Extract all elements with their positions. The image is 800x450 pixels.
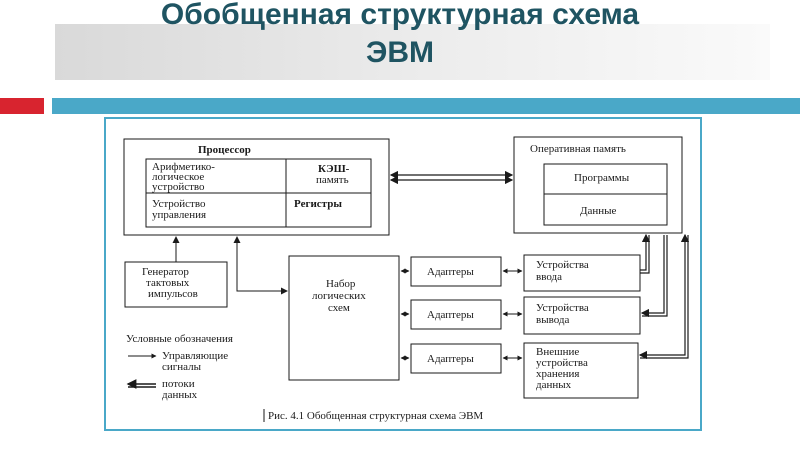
adapter-label-3: Адаптеры — [427, 353, 474, 365]
adapter-label-2: Адаптеры — [427, 309, 474, 321]
control-label-1: Устройство — [152, 198, 206, 210]
adapter-label-1: Адаптеры — [427, 266, 474, 278]
registers-label: Регистры — [294, 198, 342, 210]
control-label-2: управления — [152, 209, 206, 221]
adapter-box-2 — [410, 299, 502, 330]
generator-label-3: импульсов — [148, 288, 198, 300]
processor-label: Процессор — [198, 144, 251, 156]
storage-box — [523, 342, 639, 399]
alu-label-3: устройство — [152, 181, 205, 193]
logic-box — [288, 255, 400, 381]
adapter-box-1 — [410, 256, 502, 287]
input-devices-label-2: ввода — [536, 271, 562, 283]
legend-control-label-2: сигналы — [162, 361, 202, 373]
storage-label-2: устройства — [536, 357, 588, 369]
slide-title-line1: Обобщенная структурная схема — [160, 0, 640, 31]
title-band — [55, 24, 770, 80]
slide-title: Обобщенная структурная схема ЭВМ — [0, 0, 800, 72]
processor-box — [123, 138, 390, 236]
legend-control-label-1: Управляющие — [162, 350, 228, 362]
legend-data-label-1: потоки — [162, 378, 195, 390]
diagram-caption: Рис. 4.1 Обобщенная структурная схема ЭВ… — [268, 410, 483, 422]
logic-label-2: логических — [312, 290, 366, 302]
alu-label-2: логическое — [152, 171, 204, 183]
ram-box — [513, 136, 683, 234]
logic-label-1: Набор — [326, 278, 356, 290]
storage-label-1: Внешние — [536, 346, 579, 358]
cache-label-2: память — [316, 174, 349, 186]
generator-label-1: Генератор — [142, 266, 189, 278]
diagram-frame: Процессор Арифметико- логическое устройс… — [104, 117, 702, 431]
cache-label-1: КЭШ- — [318, 163, 350, 175]
storage-label-3: хранения — [536, 368, 579, 380]
ram-data-label: Данные — [580, 205, 617, 217]
legend-title: Условные обозначения — [126, 333, 233, 345]
storage-label-4: данных — [536, 379, 572, 391]
structure-diagram: Процессор Арифметико- логическое устройс… — [123, 136, 690, 422]
logic-label-3: схем — [328, 302, 350, 314]
adapter-box-3 — [410, 343, 502, 374]
alu-label-1: Арифметико- — [152, 161, 215, 173]
ram-label: Оперативная память — [530, 143, 626, 155]
generator-label-2: тактовых — [146, 277, 190, 289]
ram-programs-label: Программы — [574, 172, 630, 184]
accent-bar-red — [0, 98, 44, 114]
output-devices-label-1: Устройства — [536, 302, 589, 314]
legend-data-label-2: данных — [162, 389, 198, 401]
accent-bar-blue — [52, 98, 800, 114]
input-devices-label-1: Устройства — [536, 259, 589, 271]
slide-title-line2: ЭВМ — [366, 36, 434, 69]
output-devices-label-2: вывода — [536, 314, 569, 326]
